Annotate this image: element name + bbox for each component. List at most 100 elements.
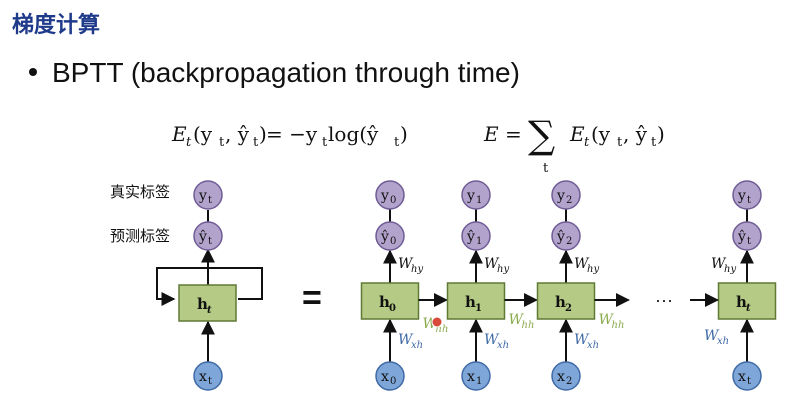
loss-E-sub: t bbox=[186, 135, 192, 150]
step-1-h-sub: 1 bbox=[475, 303, 482, 314]
ellipsis: ··· bbox=[655, 290, 673, 310]
loss-yhat-sub: t bbox=[253, 135, 259, 150]
folded-y-label: y bbox=[198, 188, 207, 204]
step-1-y-label: y bbox=[466, 188, 475, 204]
step-1-yhat-sub: 1 bbox=[476, 236, 482, 247]
step-3-hidden-box bbox=[717, 282, 777, 320]
folded-x-label: x bbox=[199, 369, 207, 385]
folded-h-sub: t bbox=[207, 305, 212, 316]
step-1-pred-node bbox=[461, 221, 491, 251]
total-loss-formula: E = ∑ t E t (y t , ŷ t ) bbox=[483, 113, 665, 176]
bullet-text: BPTT (backpropagation through time) bbox=[52, 57, 520, 88]
step-2-hidden-box bbox=[536, 282, 596, 320]
step-0-yhat-label: ŷ bbox=[380, 228, 389, 245]
folded-pred-node bbox=[193, 221, 223, 251]
step-1-x-sub: 1 bbox=[476, 376, 482, 387]
step-1-yhat-label: ŷ bbox=[466, 228, 475, 245]
step-0-hidden-box bbox=[360, 282, 420, 320]
step-2-why-sub: hy bbox=[587, 264, 599, 275]
step-2-whh-label: W bbox=[599, 312, 615, 328]
loss-y-sub: t bbox=[219, 135, 225, 150]
step-3-why-label: W bbox=[711, 256, 727, 272]
loss-args-comma: , ŷ bbox=[225, 122, 250, 146]
step-2-why-label: W bbox=[574, 256, 590, 272]
folded-yhat-label: ŷ bbox=[198, 228, 207, 245]
step-0-h-label: h bbox=[379, 293, 390, 311]
loss-args-close: ) bbox=[259, 122, 267, 146]
step-2-true-node bbox=[551, 180, 581, 210]
step-3-wxh-sub: xh bbox=[717, 336, 729, 347]
folded-y-sub: t bbox=[208, 195, 212, 206]
step-2-whh-sub: hh bbox=[612, 320, 625, 331]
folded-true-node bbox=[193, 180, 223, 210]
recurrence-loop-arrow bbox=[156, 267, 263, 306]
folded-x-sub: t bbox=[208, 376, 212, 387]
loss-log-sub: t bbox=[394, 135, 400, 150]
mouse-cursor bbox=[431, 316, 443, 328]
step-3-y-label: y bbox=[737, 188, 746, 204]
step-2-input-node bbox=[551, 361, 581, 391]
step-0-true-node bbox=[375, 180, 405, 210]
folded-rnn: h t y t ŷ t x t bbox=[156, 180, 263, 391]
step-3-h-sub: t bbox=[746, 303, 751, 314]
step-1-why-label: W bbox=[484, 256, 500, 272]
step-2-pred-node bbox=[551, 221, 581, 251]
total-E-sub: t bbox=[584, 135, 590, 150]
step-2-h-sub: 2 bbox=[565, 303, 572, 314]
loss-log: log(ŷ bbox=[328, 122, 379, 146]
step-0-why-sub: hy bbox=[411, 264, 423, 275]
slide-title: 梯度计算 bbox=[12, 12, 100, 38]
total-yhat-sub: t bbox=[651, 135, 657, 150]
step-3-x-label: x bbox=[738, 369, 746, 385]
total-args-close: ) bbox=[657, 122, 665, 146]
total-lhs: E = bbox=[483, 122, 522, 146]
step-2-y-label: y bbox=[556, 188, 565, 204]
step-3-input-node bbox=[732, 361, 762, 391]
step-2-x-label: x bbox=[557, 369, 565, 385]
step-0-yhat-sub: 0 bbox=[390, 236, 396, 247]
loss-E: E bbox=[171, 122, 187, 146]
step-0-x-label: x bbox=[381, 369, 389, 385]
step-2-wxh-sub: xh bbox=[587, 340, 599, 351]
step-0-input-node bbox=[375, 361, 405, 391]
total-args-open: (y bbox=[591, 122, 611, 146]
step-2-yhat-label: ŷ bbox=[556, 228, 565, 245]
true-label: 真实标签 bbox=[110, 183, 170, 201]
step-0-why-label: W bbox=[398, 256, 414, 272]
pred-label: 预测标签 bbox=[110, 227, 170, 245]
step-0-pred-node bbox=[375, 221, 405, 251]
step-0-whh-sub: hh bbox=[436, 324, 449, 335]
unfold-equals: = bbox=[302, 279, 322, 317]
step-0-wxh-sub: xh bbox=[411, 340, 423, 351]
step-0-y-sub: 0 bbox=[390, 195, 396, 206]
step-2-h-label: h bbox=[555, 293, 566, 311]
step-3-why-sub: hy bbox=[724, 264, 736, 275]
total-sum-index: t bbox=[543, 161, 549, 176]
loss-args-open: (y bbox=[193, 122, 213, 146]
step-1-h-label: h bbox=[465, 293, 476, 311]
step-0-y-label: y bbox=[380, 188, 389, 204]
step-2-y-sub: 2 bbox=[566, 195, 572, 206]
step-3-wxh-label: W bbox=[704, 328, 720, 344]
loss-neg-y-sub: t bbox=[322, 135, 328, 150]
step-1-input-node bbox=[461, 361, 491, 391]
step-1-wxh-sub: xh bbox=[497, 340, 509, 351]
step-1-whh-sub: hh bbox=[522, 320, 535, 331]
step-3-yhat-label: ŷ bbox=[737, 228, 746, 245]
total-args-comma: , ŷ bbox=[623, 122, 648, 146]
step-0-h-sub: 0 bbox=[389, 303, 396, 314]
step-3-yhat-sub: t bbox=[747, 236, 751, 247]
loss-formula: E t (y t , ŷ t ) = −y t log(ŷ t ) bbox=[171, 122, 408, 150]
step-3-pred-node bbox=[732, 221, 762, 251]
step-1-why-sub: hy bbox=[497, 264, 509, 275]
step-1-x-label: x bbox=[467, 369, 475, 385]
total-E: E bbox=[569, 122, 585, 146]
step-1-wxh-label: W bbox=[484, 332, 500, 348]
step-2-x-sub: 2 bbox=[566, 376, 572, 387]
step-0-x-sub: 0 bbox=[390, 376, 396, 387]
step-1-true-node bbox=[461, 180, 491, 210]
loss-eq: = −y bbox=[266, 122, 318, 146]
folded-h-label: h bbox=[197, 295, 208, 313]
